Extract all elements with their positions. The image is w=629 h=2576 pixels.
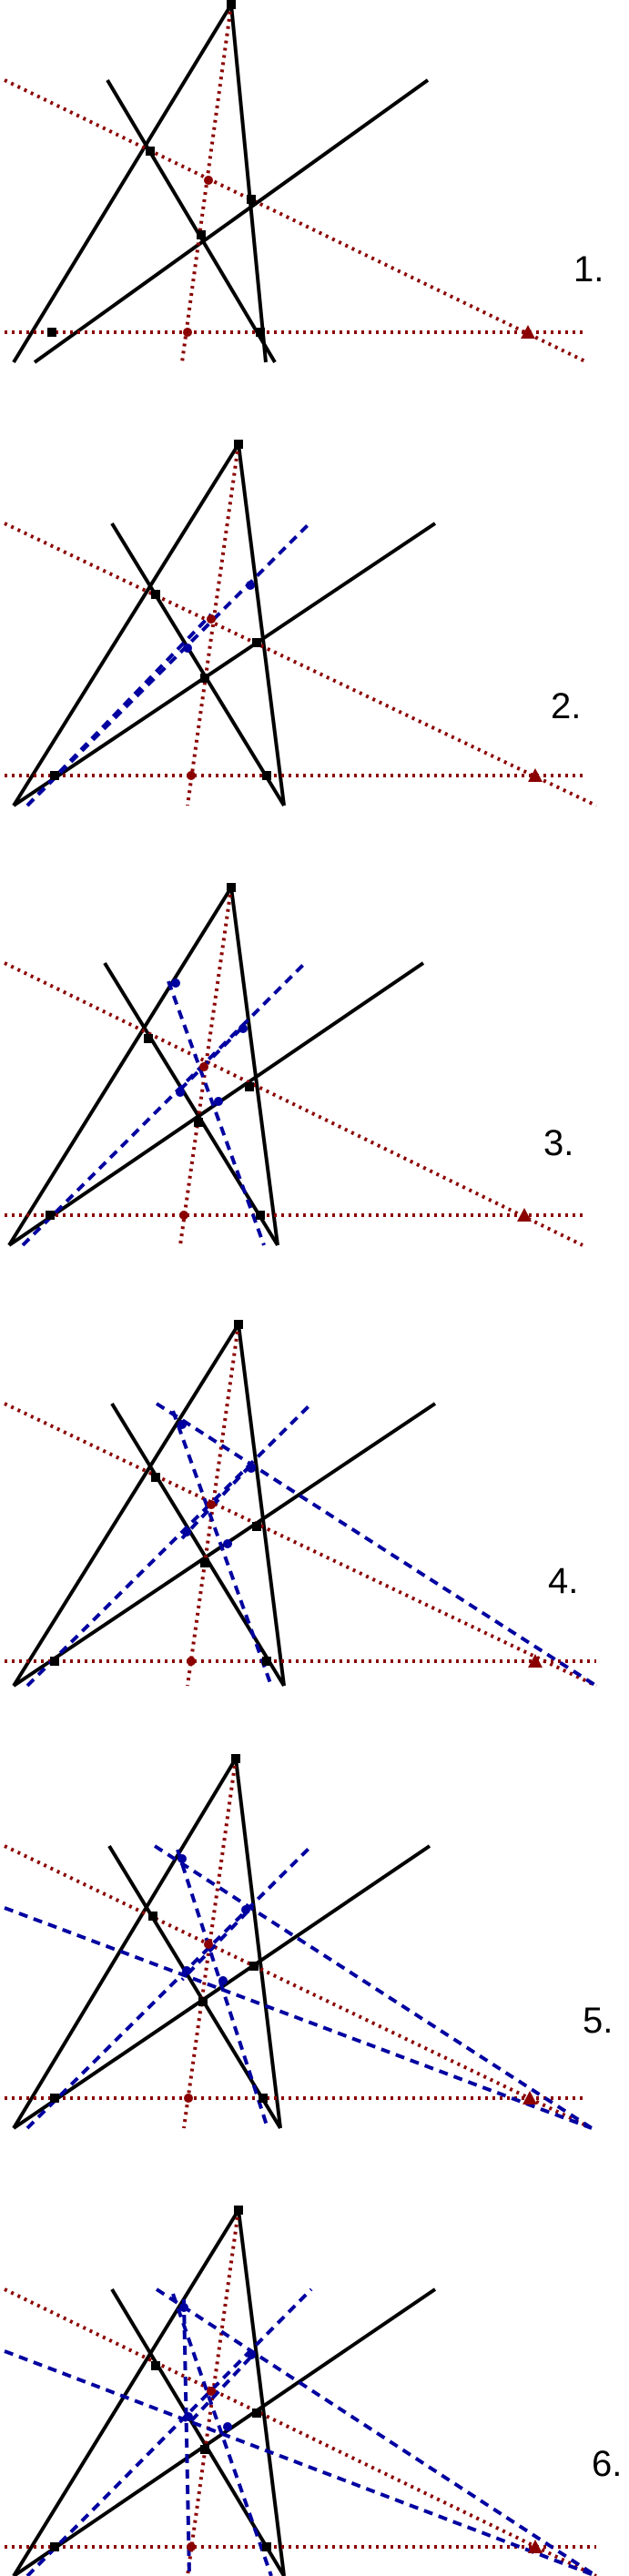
step-label: 2. bbox=[551, 686, 581, 726]
red-points bbox=[187, 2387, 543, 2553]
blue-dashed-lines bbox=[4, 1844, 593, 2130]
black-lines bbox=[12, 1757, 431, 2130]
panel-1: 1. bbox=[4, 0, 604, 364]
step-label: 5. bbox=[583, 2001, 613, 2041]
blue-points bbox=[178, 1854, 250, 1985]
step-label: 1. bbox=[573, 249, 604, 289]
red-dotted-lines bbox=[4, 887, 583, 1247]
step-label: 3. bbox=[543, 1123, 573, 1163]
blue-dashed-lines bbox=[25, 522, 311, 807]
red-points bbox=[179, 1062, 532, 1222]
black-lines bbox=[12, 442, 437, 807]
red-dotted-lines bbox=[4, 1758, 593, 2130]
red-points bbox=[187, 1500, 543, 1668]
points bbox=[47, 0, 265, 337]
blue-points bbox=[183, 581, 255, 653]
points bbox=[50, 1754, 268, 2103]
black-lines bbox=[12, 3, 430, 364]
points bbox=[46, 883, 265, 1220]
points bbox=[50, 440, 271, 780]
panel-3: 3. bbox=[4, 883, 583, 1247]
panel-4: 4. bbox=[4, 1320, 598, 1688]
points bbox=[50, 2206, 271, 2551]
blue-points bbox=[179, 2303, 256, 2431]
red-points bbox=[184, 1940, 537, 2104]
blue-dashed-lines bbox=[4, 2287, 598, 2576]
step-label: 6. bbox=[592, 2444, 622, 2484]
panel-2: 2. bbox=[4, 440, 597, 807]
red-dotted-lines bbox=[4, 443, 597, 807]
blue-points bbox=[171, 979, 248, 1106]
red-points bbox=[183, 176, 535, 339]
black-lines bbox=[12, 1323, 437, 1688]
blue-points bbox=[178, 1420, 256, 1548]
red-dotted-lines bbox=[4, 4, 588, 364]
panel-6: 6. bbox=[4, 2206, 622, 2576]
blue-dashed-lines bbox=[25, 1402, 598, 1688]
step-label: 4. bbox=[548, 1561, 578, 1601]
red-points bbox=[187, 614, 543, 782]
blue-dashed-lines bbox=[21, 961, 307, 1247]
points bbox=[50, 1320, 271, 1666]
black-lines bbox=[12, 2208, 437, 2576]
panel-5: 5. bbox=[4, 1754, 613, 2130]
